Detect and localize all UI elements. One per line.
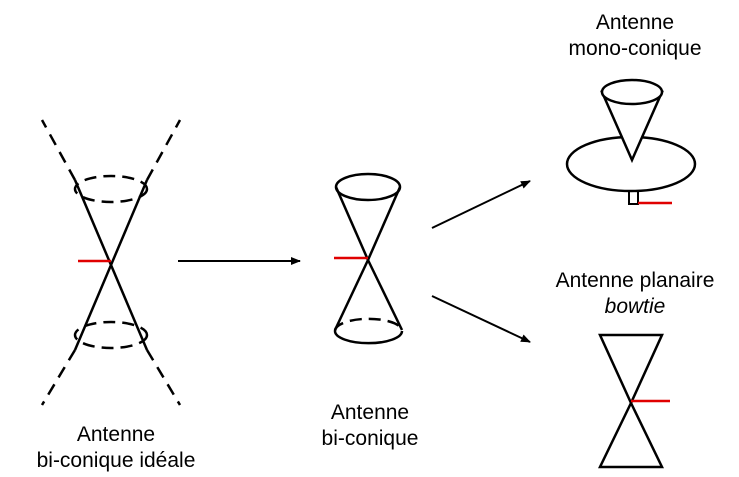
bottom-cone-left-edge	[333, 259, 370, 331]
label-biconical: Antenne bi-conique	[290, 400, 450, 452]
upper-triangle	[598, 333, 664, 407]
label-line: bi-conique idéale	[36, 449, 196, 472]
label-line: Antenne	[76, 423, 156, 446]
label-line: Antenne planaire	[555, 269, 715, 292]
bottom-cone-base-back	[333, 317, 404, 332]
label-line: Antenne	[595, 11, 675, 34]
upper-cross-section	[73, 174, 149, 204]
cone-top	[600, 78, 664, 106]
bottom-cone-base-front	[333, 330, 404, 345]
monoconical-antenna	[565, 78, 697, 205]
cone-edge-dashed	[145, 349, 182, 406]
label-monoconical: Antenne mono-conique	[550, 10, 720, 62]
biconical-antenna	[333, 172, 404, 345]
bottom-cone-right-edge	[366, 259, 404, 331]
cone-edge-solid	[73, 179, 149, 351]
arrow-to-bowtie	[431, 295, 531, 343]
top-cone-right-edge	[366, 186, 402, 261]
label-bowtie: Antenne planaire bowtie	[520, 268, 739, 320]
ideal-biconical-antenna	[40, 119, 182, 406]
top-cone-base	[334, 172, 402, 202]
arrow-to-monoconical	[431, 180, 531, 229]
label-line: Antenne	[330, 401, 410, 424]
lower-triangle	[598, 400, 664, 469]
label-line-italic: bowtie	[604, 295, 666, 318]
bowtie-antenna	[598, 333, 670, 469]
cone-edge-dashed	[40, 119, 77, 181]
label-line: bi-conique	[321, 427, 419, 450]
cone-edge-dashed	[145, 119, 182, 181]
feed-connector	[628, 190, 639, 205]
lower-cross-section	[73, 320, 149, 350]
label-line: mono-conique	[568, 37, 702, 60]
label-ideal-biconical: Antenne bi-conique idéale	[6, 422, 226, 474]
cone-edge-dashed	[40, 349, 77, 406]
top-cone-left-edge	[334, 186, 370, 261]
